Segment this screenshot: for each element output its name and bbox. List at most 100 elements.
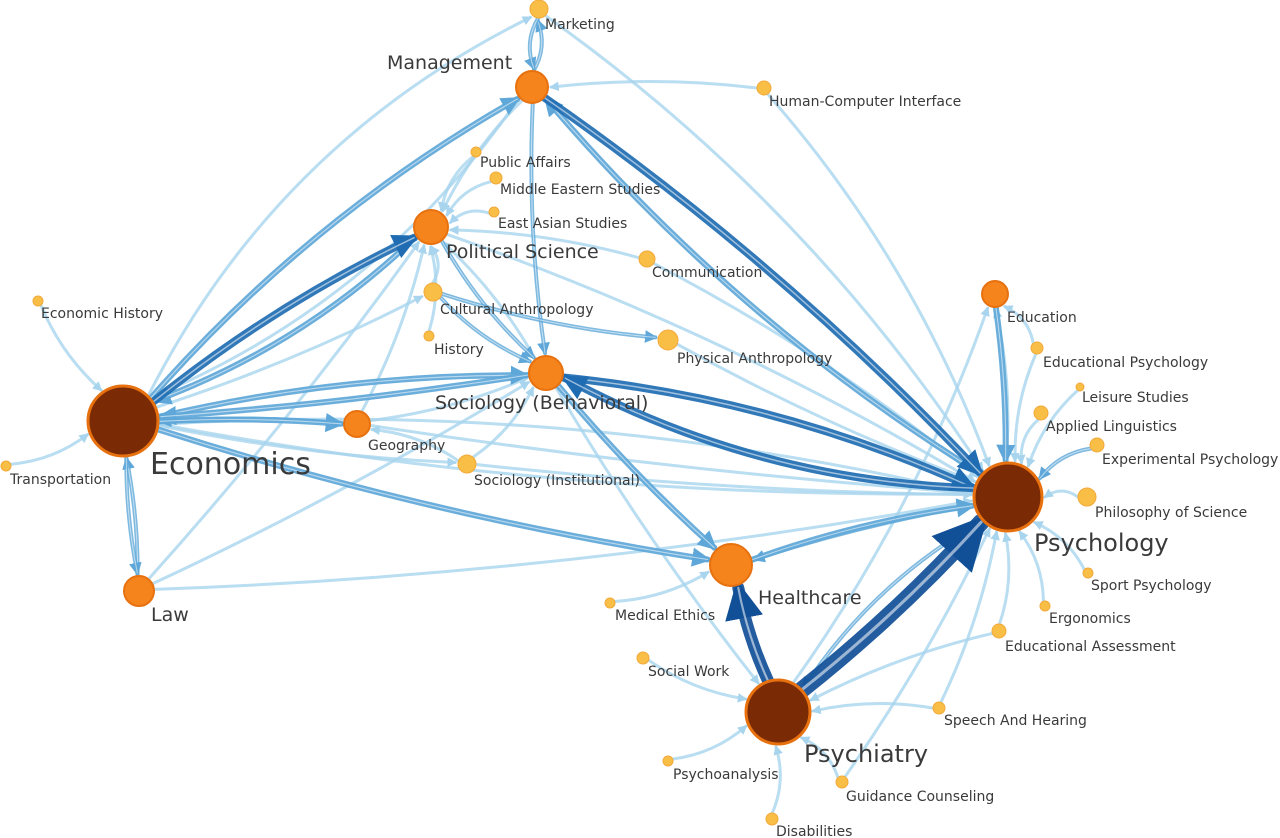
node-guidance-counseling[interactable] (835, 775, 849, 789)
edge-education-to-psychology (992, 304, 1016, 464)
node-middle-eastern-studies[interactable] (489, 171, 503, 185)
node-sport-psychology[interactable] (1082, 567, 1094, 579)
edge-line (1015, 418, 1040, 465)
edge-line (368, 376, 529, 423)
node-physical-anthropology[interactable] (657, 329, 679, 351)
edge-educational-psychology-to-psychology (1010, 352, 1038, 463)
node-psychiatry[interactable] (744, 678, 812, 746)
node-communication[interactable] (638, 250, 656, 268)
edge-sociology-behavioral-to-healthcare (554, 382, 718, 551)
edge-highlight (561, 376, 974, 489)
node-label-transportation: Transportation (9, 472, 111, 488)
node-history[interactable] (423, 330, 435, 342)
edge-economics-to-sociology-behavioral (154, 365, 530, 421)
node-ergonomics[interactable] (1039, 600, 1051, 612)
node-law[interactable] (123, 575, 155, 607)
edge-line (543, 96, 986, 478)
edge-line (1043, 488, 1080, 499)
edge-geography-to-sociology-behavioral (368, 376, 529, 423)
node-label-middle-eastern-studies: Middle Eastern Studies (500, 182, 660, 198)
node-label-geography: Geography (368, 438, 445, 454)
node-healthcare[interactable] (709, 543, 753, 587)
node-public-affairs[interactable] (470, 146, 482, 158)
edge-highlight (545, 98, 983, 476)
node-marketing[interactable] (529, 0, 549, 19)
node-sociology-behavioral[interactable] (528, 355, 564, 391)
edge-transportation-to-economics (9, 433, 90, 466)
edge-line (1003, 305, 1035, 345)
edge-line (809, 631, 994, 702)
edge-economics-to-political-science (148, 233, 419, 407)
edge-psychoanalysis-to-psychiatry (671, 724, 748, 761)
edge-highlight (154, 235, 418, 402)
edge-cultural-anthropology-to-sociology-behavioral (438, 295, 533, 364)
edge-philosophy-of-science-to-psychology (1043, 488, 1080, 499)
edge-line (613, 570, 710, 603)
edge-highlight (564, 377, 976, 489)
node-management[interactable] (515, 70, 549, 104)
edge-highlight (750, 505, 973, 561)
edge-line (1026, 388, 1080, 468)
node-disabilities[interactable] (765, 812, 779, 826)
node-leisure-studies[interactable] (1075, 382, 1085, 392)
node-label-economic-history: Economic History (41, 306, 163, 322)
node-applied-linguistics[interactable] (1033, 405, 1049, 421)
edge-line (156, 422, 974, 499)
edge-line (370, 425, 460, 463)
edge-medical-ethics-to-healthcare (613, 570, 710, 603)
node-label-educational-assessment: Educational Assessment (1005, 639, 1176, 655)
node-education[interactable] (981, 280, 1009, 308)
node-economics[interactable] (86, 384, 160, 458)
node-psychoanalysis[interactable] (662, 755, 674, 767)
node-medical-ethics[interactable] (604, 597, 616, 609)
edge-line (1033, 521, 1086, 572)
edge-line (449, 209, 491, 224)
edge-educational-psychology-to-education (1003, 305, 1035, 345)
edge-economics-to-psychology (156, 422, 974, 499)
edge-sociology-behavioral-to-psychology (558, 373, 977, 492)
edge-line (471, 386, 535, 459)
node-educational-psychology[interactable] (1030, 341, 1044, 355)
node-experimental-psychology[interactable] (1089, 437, 1105, 453)
edge-psychology-to-management (543, 96, 986, 478)
node-economic-history[interactable] (32, 295, 44, 307)
edge-sociology-institutional-to-sociology-behavioral (471, 386, 535, 459)
node-east-asian-studies[interactable] (488, 206, 500, 218)
edge-economic-history-to-economics (39, 303, 103, 392)
node-geography[interactable] (343, 410, 371, 438)
node-transportation[interactable] (0, 460, 12, 472)
node-political-science[interactable] (413, 209, 449, 245)
nodes-layer (0, 0, 1105, 826)
node-label-educational-psychology: Educational Psychology (1043, 355, 1208, 371)
node-label-cultural-anthropology: Cultural Anthropology (440, 302, 593, 318)
node-human-computer-interface[interactable] (756, 80, 772, 96)
node-label-guidance-counseling: Guidance Counseling (846, 789, 994, 805)
edge-line (770, 745, 783, 815)
node-philosophy-of-science[interactable] (1077, 487, 1097, 507)
node-psychology[interactable] (972, 461, 1044, 533)
edge-highlight (737, 586, 770, 683)
edge-line (444, 232, 977, 483)
node-educational-assessment[interactable] (991, 623, 1007, 639)
edge-line (675, 342, 977, 484)
node-label-physical-anthropology: Physical Anthropology (677, 351, 832, 367)
node-label-social-work: Social Work (648, 664, 730, 680)
edge-highlight (149, 98, 518, 400)
node-label-psychiatry: Psychiatry (804, 740, 928, 768)
edge-management-to-psychology (540, 93, 984, 477)
node-social-work[interactable] (636, 651, 650, 665)
edge-economics-to-sociology-institutional (156, 423, 458, 467)
edge-psychology-to-sociology-behavioral (560, 374, 980, 493)
edge-political-science-to-sociology-behavioral (439, 238, 536, 360)
node-speech-and-hearing[interactable] (932, 701, 946, 715)
edge-line (448, 225, 641, 260)
node-label-east-asian-studies: East Asian Studies (498, 216, 627, 232)
node-cultural-anthropology[interactable] (423, 282, 443, 302)
edge-line (1018, 530, 1045, 603)
node-sociology-institutional[interactable] (457, 454, 477, 474)
edge-highlight (151, 236, 415, 404)
edge-line (146, 15, 533, 398)
edge-economics-to-healthcare (154, 426, 712, 567)
edge-line (939, 530, 1000, 704)
